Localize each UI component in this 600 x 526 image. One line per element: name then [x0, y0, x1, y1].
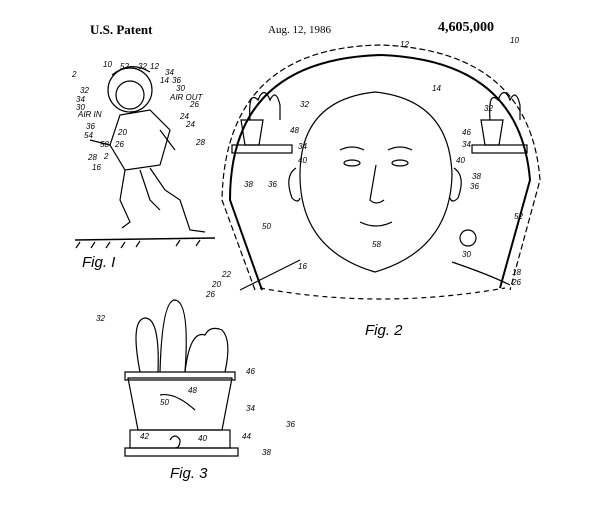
ref-numeral: 30 [76, 103, 85, 112]
ref-numeral: 32 [96, 314, 105, 323]
ref-numeral: 30 [176, 84, 185, 93]
ref-numeral: 38 [262, 448, 271, 457]
fig2-label: Fig. 2 [365, 322, 403, 339]
ref-numeral: 52 [120, 62, 129, 71]
ref-numeral: 26 [190, 100, 199, 109]
ref-numeral: 36 [470, 182, 479, 191]
ref-numeral: 26 [512, 278, 521, 287]
ref-numeral: 16 [298, 262, 307, 271]
fig2-helmet-drawing [222, 45, 540, 299]
ref-numeral: 32 [300, 100, 309, 109]
ref-numeral: 10 [103, 60, 112, 69]
ref-numeral: 12 [400, 40, 409, 49]
ref-numeral: 34 [298, 142, 307, 151]
ref-numeral: 58 [100, 140, 109, 149]
ref-numeral: 28 [88, 153, 97, 162]
ref-numeral: 50 [262, 222, 271, 231]
ref-numeral: 36 [86, 122, 95, 131]
ref-numeral: 40 [456, 156, 465, 165]
ref-numeral: 48 [290, 126, 299, 135]
ref-numeral: 36 [286, 420, 295, 429]
ref-numeral: 44 [242, 432, 251, 441]
ref-numeral: 26 [115, 140, 124, 149]
ref-numeral: 46 [462, 128, 471, 137]
ref-numeral: 28 [196, 138, 205, 147]
ref-numeral: 34 [246, 404, 255, 413]
ref-numeral: 32 [484, 104, 493, 113]
ref-numeral: 24 [186, 120, 195, 129]
ref-numeral: 26 [206, 290, 215, 299]
ref-numeral: 30 [462, 250, 471, 259]
ref-numeral: 32 [138, 62, 147, 71]
ref-numeral: 16 [92, 163, 101, 172]
ref-numeral: 10 [510, 36, 519, 45]
fig3-label: Fig. 3 [170, 465, 208, 482]
ref-numeral: 14 [160, 76, 169, 85]
ref-numeral: 14 [432, 84, 441, 93]
ref-numeral: 46 [246, 367, 255, 376]
ref-numeral: 52 [514, 212, 523, 221]
ref-numeral: 2 [104, 152, 108, 161]
ref-numeral: 58 [372, 240, 381, 249]
ref-numeral: 38 [472, 172, 481, 181]
ref-numeral: 2 [72, 70, 76, 79]
ref-numeral: 50 [160, 398, 169, 407]
ref-numeral: 48 [188, 386, 197, 395]
ref-numeral: 40 [298, 156, 307, 165]
ref-numeral: 18 [512, 268, 521, 277]
ref-numeral: 20 [118, 128, 127, 137]
ref-numeral: 42 [140, 432, 149, 441]
ref-numeral: 40 [198, 434, 207, 443]
fig1-label: Fig. I [82, 254, 115, 271]
ref-numeral: 34 [462, 140, 471, 149]
ref-numeral: 20 [212, 280, 221, 289]
ref-numeral: 54 [84, 131, 93, 140]
ref-numeral: 36 [268, 180, 277, 189]
ref-numeral: 38 [244, 180, 253, 189]
ref-numeral: 32 [80, 86, 89, 95]
ref-numeral: 12 [150, 62, 159, 71]
ref-numeral: 22 [222, 270, 231, 279]
